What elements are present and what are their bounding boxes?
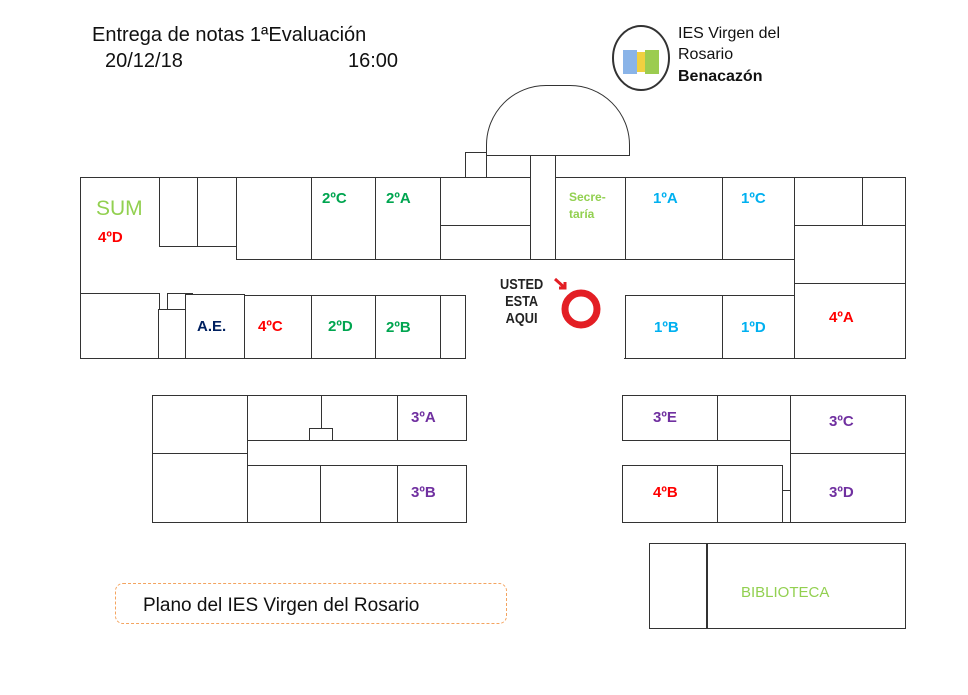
- you-are-here-marker-icon: [553, 277, 601, 329]
- corridor: [159, 259, 795, 294]
- room-ae: [185, 294, 245, 359]
- room: [321, 395, 398, 441]
- room-4b: [622, 465, 718, 523]
- room-1a: [625, 177, 723, 260]
- room: [320, 465, 398, 523]
- room-1d: [722, 295, 795, 359]
- room-3a: [397, 395, 467, 441]
- label-2a: 2ºA: [386, 190, 411, 207]
- room: [717, 465, 783, 523]
- dome: [486, 85, 630, 156]
- school-town: Benacazón: [678, 68, 763, 85]
- you-are-here-line3: AQUI: [505, 310, 538, 327]
- label-sum: SUM: [96, 197, 143, 220]
- caption: Plano del IES Virgen del Rosario: [143, 595, 420, 616]
- room: [158, 309, 186, 359]
- label-secretaria-2: taría: [569, 207, 595, 221]
- room: [440, 177, 531, 226]
- room: [236, 177, 312, 260]
- label-2d: 2ºD: [328, 318, 353, 335]
- room: [309, 428, 333, 441]
- room: [794, 225, 906, 284]
- room: [152, 453, 248, 523]
- room: [440, 225, 531, 260]
- room-secretaria: [555, 177, 626, 260]
- room-2d: [311, 295, 376, 359]
- label-1d: 1ºD: [741, 319, 766, 336]
- label-2b: 2ºB: [386, 319, 411, 336]
- label-4a: 4ºA: [829, 309, 854, 326]
- room-3d: [790, 453, 906, 523]
- label-3b: 3ºB: [411, 484, 436, 501]
- label-biblioteca: BIBLIOTECA: [741, 584, 830, 601]
- school-name-2: Rosario: [678, 46, 734, 63]
- label-1a: 1ºA: [653, 190, 678, 207]
- room-4a: [794, 283, 906, 359]
- you-are-here-line1: USTED: [500, 276, 544, 293]
- room-1c: [722, 177, 795, 260]
- room: [80, 293, 160, 359]
- caption-box: Plano del IES Virgen del Rosario: [115, 583, 507, 624]
- you-are-here-line2: ESTA: [505, 293, 539, 310]
- room: [717, 395, 791, 441]
- room-2c: [311, 177, 376, 260]
- room-3c: [790, 395, 906, 454]
- label-3a: 3ºA: [411, 409, 436, 426]
- room-3e: [622, 395, 718, 441]
- label-4d: 4ºD: [98, 229, 123, 246]
- room-biblioteca: [649, 543, 906, 629]
- date: 20/12/18: [105, 50, 183, 72]
- room-3b: [397, 465, 467, 523]
- title: Entrega de notas 1ªEvaluación: [92, 24, 367, 46]
- room: [247, 465, 321, 523]
- label-1c: 1ºC: [741, 190, 766, 207]
- label-4b: 4ºB: [653, 484, 678, 501]
- room: [862, 177, 906, 226]
- room: [440, 295, 466, 359]
- room: [152, 395, 248, 454]
- school-logo: [612, 25, 670, 91]
- you-are-here-text: USTED ESTA AQUI: [500, 276, 543, 327]
- label-3e: 3ºE: [653, 409, 677, 426]
- room-2a: [375, 177, 441, 260]
- divider: [706, 543, 708, 629]
- label-secretaria-1: Secre-: [569, 190, 606, 204]
- room-4c: [244, 295, 312, 359]
- time: 16:00: [348, 50, 399, 72]
- room: [465, 152, 487, 178]
- label-2c: 2ºC: [322, 190, 347, 207]
- room: [197, 177, 237, 247]
- label-3c: 3ºC: [829, 413, 854, 430]
- label-ae: A.E.: [197, 318, 227, 335]
- entrance: [530, 155, 556, 260]
- label-3d: 3ºD: [829, 484, 854, 501]
- label-4c: 4ºC: [258, 318, 283, 335]
- label-1b: 1ºB: [654, 319, 679, 336]
- school-name-1: IES Virgen del: [678, 25, 780, 42]
- room-2b: [375, 295, 441, 359]
- room: [159, 177, 198, 247]
